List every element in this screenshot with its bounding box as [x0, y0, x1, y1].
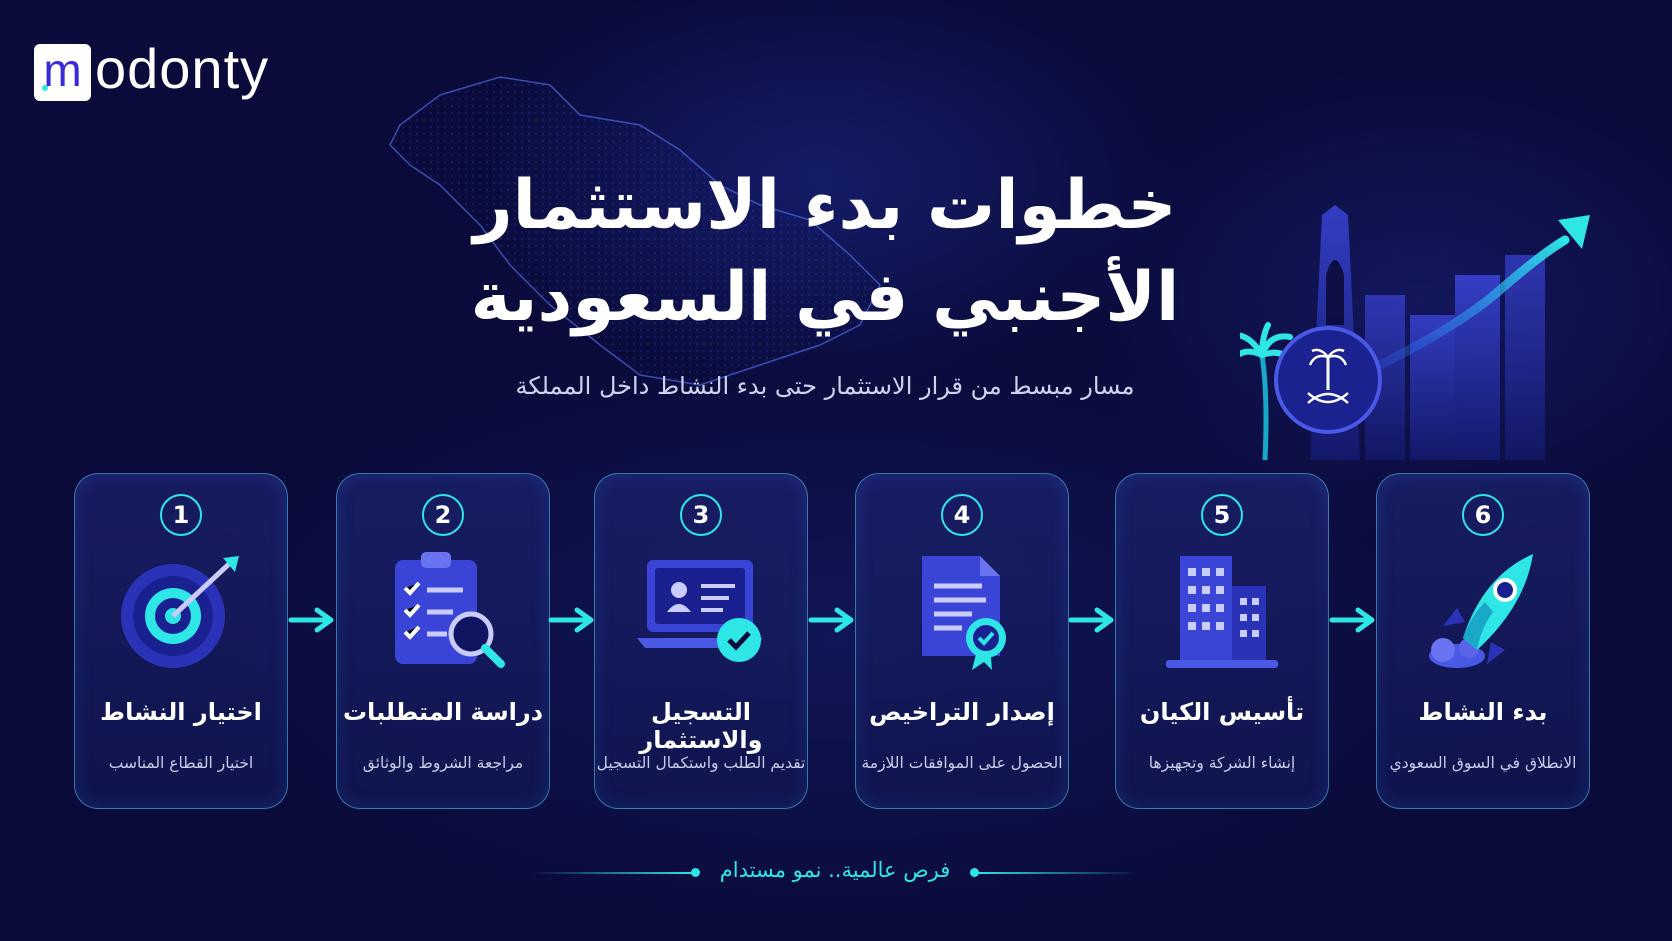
title-line-1: خطوات بدء الاستثمار: [473, 166, 1177, 245]
footer-tagline-area: فرص عالمية.. نمو مستدام: [530, 858, 1140, 888]
step-title: اختيار النشاط: [100, 698, 262, 726]
footer-tagline: فرص عالمية.. نمو مستدام: [719, 858, 951, 882]
step-description: الانطلاق في السوق السعودي: [1389, 754, 1577, 772]
step-arrow-icon: [1329, 607, 1374, 633]
step-number-badge: 6: [1462, 494, 1504, 536]
divider-line-left: [530, 872, 695, 874]
step-title: التسجيل والاستثمار: [639, 698, 763, 754]
step-card-1: 1 اختيار النشاط اختيار القطاع المناسب: [74, 473, 288, 809]
riyadh-skyline-growth-illustration: [1240, 205, 1590, 461]
step-arrow-icon: [1068, 607, 1114, 633]
growth-arrow-icon: [1375, 215, 1590, 370]
target-icon: [111, 546, 251, 674]
step-description: مراجعة الشروط والوثائق: [362, 754, 524, 772]
logo-wordmark: odonty: [95, 36, 270, 100]
step-arrow-icon: [288, 607, 334, 633]
step-number-badge: 2: [422, 494, 464, 536]
palm-tree-icon: [1240, 322, 1298, 461]
page-subtitle: مسار مبسط من قرار الاستثمار حتى بدء النش…: [515, 372, 1135, 400]
step-card-5: 5 تأسيس الكيان إنشاء الشركة وتجهيزها: [1115, 473, 1329, 809]
step-title: دراسة المتطلبات: [342, 698, 544, 726]
title-line-2: الأجنبي في السعودية: [470, 258, 1180, 337]
modonty-logo: m odonty: [34, 36, 270, 101]
step-card-4: 4 إصدار التراخيص الحصول على الموافقات اللا…: [855, 473, 1069, 809]
step-arrow-icon: [548, 607, 594, 633]
step-description: تقديم الطلب واستكمال التسجيل: [596, 754, 806, 772]
step-title: إصدار التراخيص: [869, 698, 1055, 726]
step-card-2: 2 دراسة المتطلبات مراجعة الشروط والوثائق: [336, 473, 550, 809]
saudi-emblem-icon: [1274, 326, 1382, 434]
divider-line-right: [975, 872, 1140, 874]
step-number-badge: 1: [160, 494, 202, 536]
license-certificate-icon: [892, 546, 1032, 674]
divider-dot-left: [691, 868, 700, 877]
step-title: تأسيس الكيان: [1139, 698, 1305, 726]
step-description: اختيار القطاع المناسب: [108, 754, 254, 772]
step-number-badge: 5: [1201, 494, 1243, 536]
step-title: بدء النشاط: [1418, 698, 1548, 726]
step-arrow-icon: [808, 607, 853, 633]
logo-mark: m: [34, 44, 91, 101]
step-description: إنشاء الشركة وتجهيزها: [1148, 754, 1296, 772]
step-description: الحصول على الموافقات اللازمة: [861, 754, 1063, 772]
office-building-icon: [1152, 546, 1292, 674]
page-title: خطوات بدء الاستثمار الأجنبي في السعودية: [440, 160, 1210, 344]
saudi-map-outline: [389, 76, 881, 386]
checklist-icon: [373, 546, 513, 674]
step-number-badge: 3: [680, 494, 722, 536]
laptop-registration-icon: [631, 546, 771, 674]
divider-dot-right: [970, 868, 979, 877]
step-number-badge: 4: [941, 494, 983, 536]
rocket-icon: [1413, 546, 1553, 674]
step-card-6: 6 بدء النشاط الانطلاق في السوق السعودي: [1376, 473, 1590, 809]
